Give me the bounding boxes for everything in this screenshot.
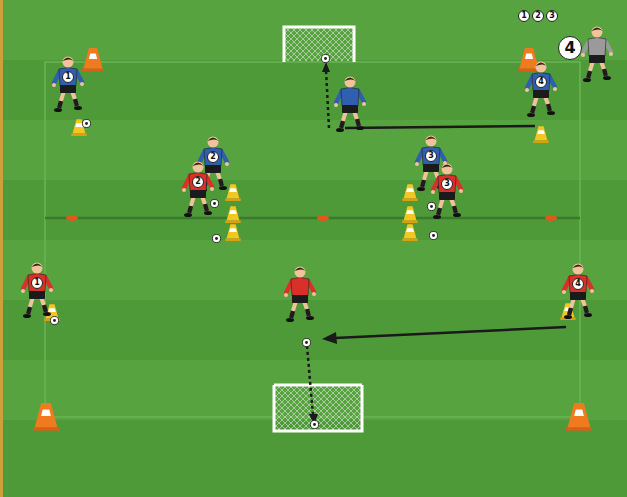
callout-number: 2 [532,10,544,22]
callout-number: 1 [31,277,43,289]
bottom-goal [274,385,362,431]
callout-number: 3 [425,150,437,162]
callout-number: 4 [572,278,584,290]
callout-number: 3 [546,10,558,22]
players [21,27,613,323]
callout-number: 4 [535,76,547,88]
callout-number: 1 [62,71,74,83]
top-goal [284,27,354,62]
callout-number: 4 [558,36,582,60]
callout-number: 2 [207,151,219,163]
callout-number: 2 [192,176,204,188]
callout-number: 1 [518,10,530,22]
callout-number: 3 [441,178,453,190]
